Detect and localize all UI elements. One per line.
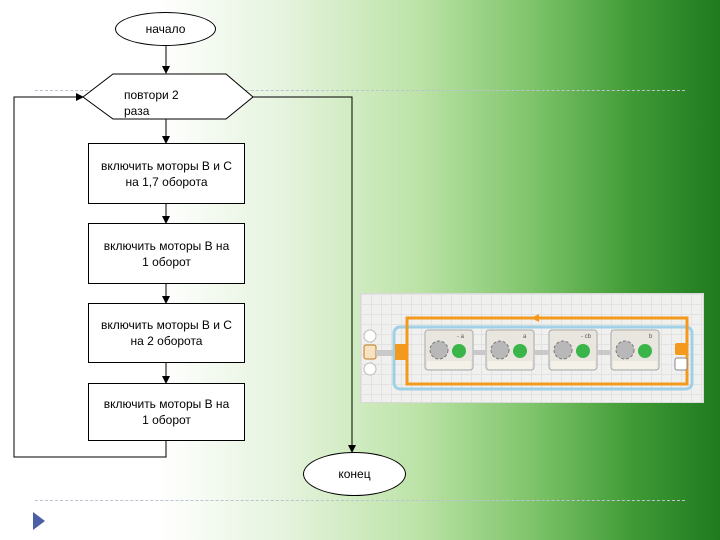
motor-block-1: - a <box>424 329 474 371</box>
beam-socket-top <box>363 329 377 343</box>
loop-path-arrow <box>531 314 539 322</box>
motor-block-2: a <box>485 329 535 371</box>
loop-end-icon <box>675 343 687 355</box>
loop-back-arrow <box>13 93 167 458</box>
loop-label: повтори 2 раза <box>124 87 179 119</box>
step-3-box: включить моторы B и C на 2 оборота <box>88 303 245 363</box>
step-1-line-2: на 1,7 оборота <box>125 174 208 189</box>
loop-count-icon <box>674 357 688 371</box>
nxt-program-drawing: - a a - cb b <box>363 314 694 391</box>
step-3-line-1: включить моторы B и C <box>101 318 232 332</box>
gear-icon <box>429 340 449 360</box>
bottom-dashed-line <box>35 500 685 501</box>
start-terminal: начало <box>115 12 216 46</box>
step-1-box: включить моторы B и C на 1,7 оборота <box>88 143 245 204</box>
motor-block-1-label: - a <box>457 334 465 340</box>
beam-socket-bottom <box>363 362 377 376</box>
gear-icon <box>553 340 573 360</box>
step-2-line-1: включить моторы B на <box>103 238 230 253</box>
sequence-beam-left <box>376 350 394 356</box>
step-4-line-1: включить моторы B на <box>103 397 230 411</box>
loop-frame <box>392 325 694 391</box>
loop-orange-path <box>405 316 689 386</box>
loop-label-line-1: повтори 2 <box>124 88 179 102</box>
end-terminal: конец <box>303 452 406 496</box>
top-dashed-line <box>35 90 685 91</box>
step-2-line-2: 1 оборот <box>142 254 191 269</box>
loop-exit-arrow <box>250 96 356 453</box>
step-2-box: включить моторы B на 1 оборот <box>88 223 245 284</box>
loop-hexagon <box>82 73 254 120</box>
play-triangle-icon <box>33 512 45 530</box>
step-3-line-2: на 2 оборота <box>130 334 203 348</box>
start-block <box>363 344 377 360</box>
gear-icon <box>615 340 635 360</box>
gear-icon <box>490 340 510 360</box>
motor-block-2-label: a <box>523 334 527 340</box>
start-label: начало <box>145 22 186 36</box>
motor-block-4: b <box>610 329 660 371</box>
motor-block-3-label: - cb <box>581 334 592 340</box>
step-4-box: включить моторы B на 1 оборот <box>88 383 245 441</box>
step-1-line-1: включить моторы B и C <box>101 158 232 173</box>
motor-block-4-label: b <box>649 334 653 340</box>
motor-block-3: - cb <box>548 329 598 371</box>
loop-start-tab <box>395 344 407 360</box>
nxt-program-image: - a a - cb b <box>360 293 704 403</box>
step-4-line-2: 1 оборот <box>142 413 191 427</box>
end-label: конец <box>338 467 371 481</box>
loop-label-line-2: раза <box>124 104 150 118</box>
